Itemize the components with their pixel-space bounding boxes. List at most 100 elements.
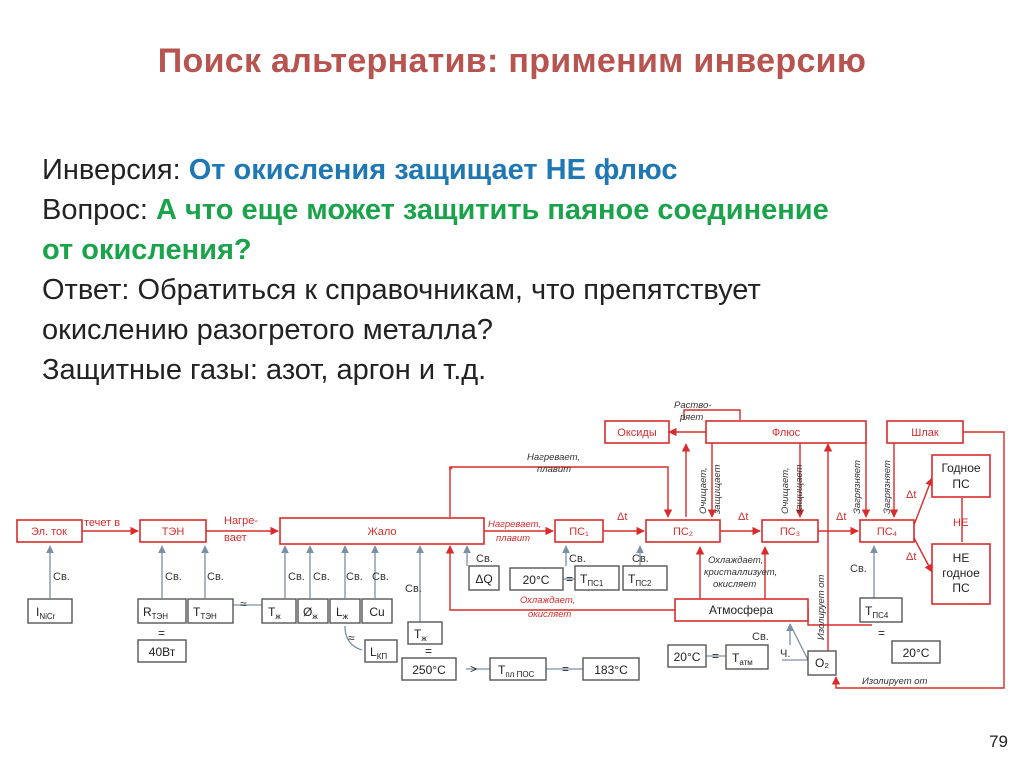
param-tps2: TПС2 — [622, 565, 668, 591]
question-text-a: А что еще может защитить паяное соединен… — [156, 194, 829, 226]
atmosfera-node: Атмосфера — [674, 598, 809, 622]
label-zagr-2: Загрязняет — [882, 460, 893, 514]
param-inicr: INiCr — [27, 598, 73, 624]
sv-label: Св. — [632, 553, 649, 565]
red-connectors — [82, 409, 1005, 689]
ps2-node: ПС₂ — [645, 519, 721, 543]
question-text-b: от окисления? — [42, 234, 252, 266]
inversion-label: Инверсия: — [42, 154, 189, 186]
gt-sign: > — [470, 662, 477, 676]
label-nagre: Нагре- — [224, 515, 258, 527]
ten-label: ТЭН — [162, 526, 185, 538]
tps4-text: TПС4 — [865, 604, 889, 620]
eq-sign: = — [566, 572, 573, 586]
flyus-node: Флюс — [705, 420, 867, 444]
t183-text: 183°C — [594, 663, 628, 677]
label-ohl-kris-1: Охлаждает, — [708, 555, 763, 566]
label-ne: НЕ — [953, 517, 968, 529]
label-nagrevaet-1: Нагревает, — [527, 452, 580, 463]
label-nagrevaet-2: плавит — [537, 464, 571, 475]
param-tten: TТЭН — [187, 598, 234, 624]
label-nagrevaet2-1: Нагревает, — [488, 519, 541, 530]
ps1-label: ПС₁ — [569, 526, 589, 538]
question-label: Вопрос: — [42, 194, 157, 226]
param-tzh2: Tж — [407, 621, 443, 645]
sv-label: Св. — [476, 553, 493, 565]
negodnoe-line3: ПС — [952, 581, 970, 595]
eq-sign: = — [712, 649, 719, 663]
param-rten: RТЭН — [137, 598, 187, 624]
label-nagrevaet2-2: плавит — [496, 533, 530, 544]
relation-labels: Св. Св. Св. Св. Св. Св. Св. Св. Св. Св. … — [53, 553, 885, 676]
label-dt1: Δt — [617, 511, 627, 523]
negodnoe-node: НЕ годное ПС — [931, 543, 991, 605]
param-20a: 20°C — [509, 567, 564, 591]
param-dzh: Øж — [297, 598, 329, 624]
tzh-text: Tж — [268, 605, 281, 621]
approx-sign: ≈ — [240, 597, 247, 611]
sv-label: Св. — [165, 571, 182, 583]
label-dt2: Δt — [738, 511, 748, 523]
eq-sign: = — [878, 626, 885, 640]
param-tatm: Tатм — [725, 644, 769, 670]
tplpos-text: Tпл ПОС — [498, 663, 535, 679]
param-cu: Cu — [361, 598, 393, 624]
red-annotations: течет в Нагре- вает Нагревает, плавит Ох… — [84, 489, 968, 620]
flyus-label: Флюс — [772, 427, 801, 439]
param-tplpos: Tпл ПОС — [489, 657, 547, 681]
tps2-text: TПС2 — [628, 572, 652, 588]
label-ochish2-1: Очищает, — [780, 467, 791, 514]
label-ohl-2: окисляет — [528, 609, 571, 620]
t20a-text: 20°C — [523, 573, 550, 587]
ps4-node: ПС₄ — [859, 519, 915, 543]
eq-sign: = — [562, 662, 569, 676]
sv-label: Св. — [405, 583, 422, 595]
label-ochish-1: Очищает, — [698, 467, 709, 514]
shlak-node: Шлак — [886, 420, 964, 444]
godnoe-line1: Годное — [941, 461, 980, 475]
sv-label: Св. — [346, 571, 363, 583]
negodnoe-line2: годное — [942, 566, 980, 580]
tatm-text: Tатм — [732, 651, 753, 667]
param-lzh: Lж — [329, 598, 361, 624]
label-izoliruet-v: Изолирует от — [816, 574, 827, 640]
param-183: 183°C — [582, 657, 640, 681]
label-vaet: вает — [224, 532, 247, 544]
page-number: 79 — [989, 732, 1008, 751]
ps4-label: ПС₄ — [877, 526, 898, 538]
label-zagr-1: Загрязняет — [852, 460, 863, 514]
line-answer-cont: окислению разогретого металла? — [42, 314, 493, 346]
o2-node: O₂ — [807, 650, 837, 676]
ps3-node: ПС₃ — [761, 519, 819, 543]
label-ohl-1: Охлаждает, — [520, 595, 575, 606]
eq-sign: = — [425, 644, 432, 658]
grey-connectors — [46, 545, 878, 670]
line-protective-gases: Защитные газы: азот, аргон и т.д. — [42, 354, 487, 386]
sv-label: Св. — [850, 563, 867, 575]
inicr-text: INiCr — [36, 605, 56, 621]
sv-label: Св. — [288, 571, 305, 583]
label-dt3: Δt — [836, 511, 846, 523]
dark-annotations: Нагревает, плавит Раство- ряет Охлаждает… — [527, 400, 928, 687]
t250-text: 250°C — [412, 663, 446, 677]
inversion-statement: От окисления защищает НЕ флюс — [188, 154, 678, 186]
label-ohl-kris-2: кристаллизует, — [704, 567, 777, 578]
param-250: 250°C — [401, 657, 457, 681]
o2-label: O₂ — [815, 656, 829, 670]
label-izoliruet-h: Изолирует от — [862, 676, 928, 687]
el-tok-label: Эл. ток — [31, 526, 67, 538]
eq-sign: = — [158, 626, 165, 640]
el-tok-node: Эл. ток — [16, 519, 83, 543]
godnoe-node: Годное ПС — [931, 454, 991, 498]
oksidy-node: Оксиды — [604, 420, 670, 444]
oksidy-label: Оксиды — [617, 427, 657, 439]
negodnoe-line1: НЕ — [953, 551, 970, 565]
label-rastvo-1: Раство- — [674, 400, 711, 411]
zhalo-label: Жало — [367, 526, 396, 538]
approx-sign: ≈ — [348, 631, 355, 645]
tzh2-text: Tж — [414, 627, 427, 643]
slide-title: Поиск альтернатив: применим инверсию — [157, 42, 867, 80]
slide-body: Инверсия: От окисления защищает НЕ флюс … — [42, 150, 1002, 390]
godnoe-line2: ПС — [952, 477, 970, 491]
label-techet-v: течет в — [84, 517, 120, 529]
